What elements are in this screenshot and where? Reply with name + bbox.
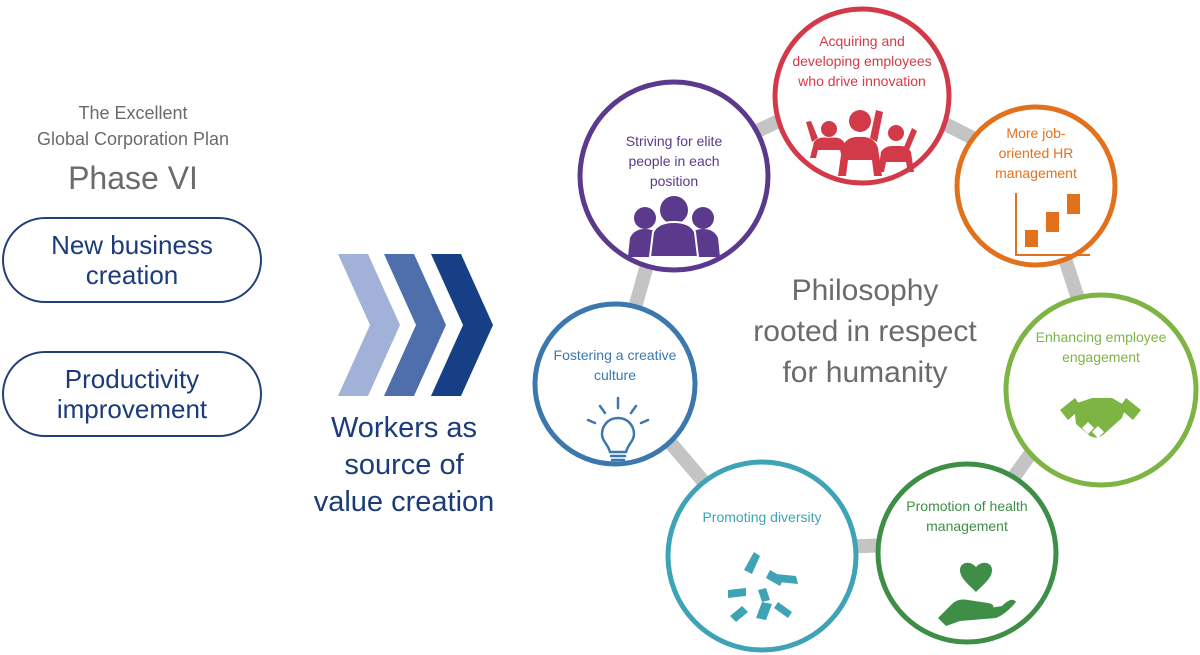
pillar-new-business-label: New business creation [51, 230, 213, 290]
plan-phase: Phase VI [68, 160, 198, 196]
chevron-light [338, 254, 400, 396]
chevron-mid [384, 254, 446, 396]
chevron-dark [431, 254, 493, 396]
light-bulb-icon [586, 396, 650, 466]
initiative-label-job-oriented: More job- oriented HR management [995, 125, 1077, 181]
plan-heading-line1: The Excellent [78, 103, 188, 123]
plan-heading: The Excellent Global Corporation Plan [0, 100, 266, 152]
pillar-productivity-label: Productivity improvement [56, 364, 208, 424]
plan-heading-line2: Global Corporation Plan [36, 129, 230, 149]
diverse-hands-icon [728, 552, 798, 622]
people-group-icon [628, 194, 720, 258]
heart-in-hand-icon [938, 562, 1016, 626]
circle-job-oriented [954, 104, 1118, 268]
initiative-label-acquiring: Acquiring and developing employees who d… [792, 33, 932, 89]
center-philosophy-text: Philosophy rooted in respect for humanit… [753, 274, 977, 389]
handshake-icon [1060, 398, 1141, 438]
circle-engagement [1003, 292, 1199, 488]
circle-elite [577, 79, 771, 273]
circle-health [875, 461, 1059, 645]
circle-diversity [665, 459, 859, 653]
pillar-new-business: New business creation [2, 217, 262, 303]
initiative-label-health: Promotion of health management [906, 498, 1028, 534]
pillar-productivity: Productivity improvement [2, 351, 262, 437]
bar-chart-icon [1015, 193, 1090, 256]
initiative-label-engagement: Enhancing employee engagement [1035, 329, 1167, 365]
initiative-label-creative: Fostering a creative culture [553, 347, 677, 383]
initiative-label-diversity: Promoting diversity [702, 509, 822, 525]
initiative-label-elite: Striving for elite people in each positi… [625, 133, 723, 189]
people-raising-hands-icon [806, 110, 917, 176]
workers-text: Workers as source of value creation [313, 412, 495, 518]
